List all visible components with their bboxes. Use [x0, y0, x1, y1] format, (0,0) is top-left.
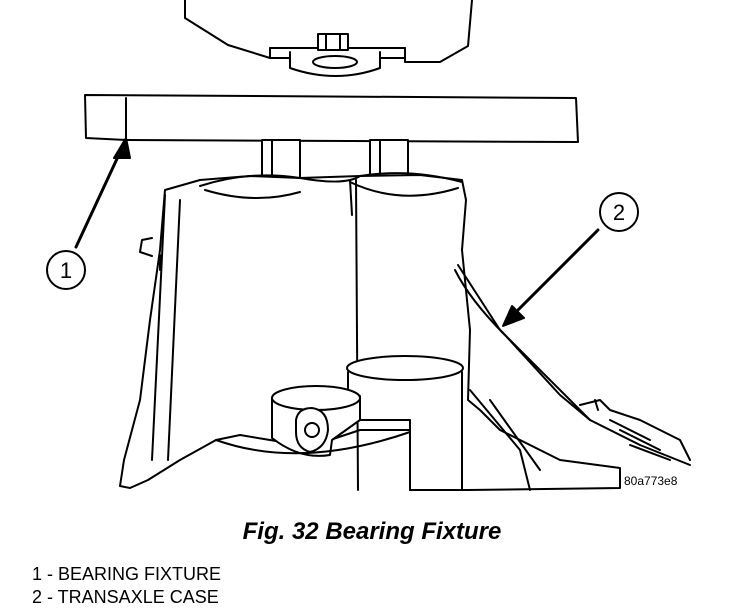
callout-1	[46, 137, 131, 290]
bearing-fixture-illustration: 1 2	[46, 0, 691, 491]
callout-2	[502, 192, 639, 327]
bearing-fixture-plate	[84, 94, 579, 143]
legend-item: 1 - BEARING FIXTURE	[32, 564, 222, 584]
callout-1-number: 1	[60, 258, 72, 283]
fixture-posts	[261, 139, 409, 179]
legend-item: 2 - TRANSAXLE CASE	[32, 587, 219, 607]
figure-caption: Fig. 32 Bearing Fixture	[242, 518, 502, 545]
transaxle-case	[119, 172, 691, 491]
press-ram	[184, 0, 473, 77]
figure-code: 80a773e8	[624, 474, 678, 488]
legend: 1 - BEARING FIXTURE 2 - TRANSAXLE CASE	[32, 563, 221, 609]
callout-2-number: 2	[613, 200, 625, 225]
output-shaft	[346, 355, 464, 491]
mounting-boss	[215, 385, 411, 457]
